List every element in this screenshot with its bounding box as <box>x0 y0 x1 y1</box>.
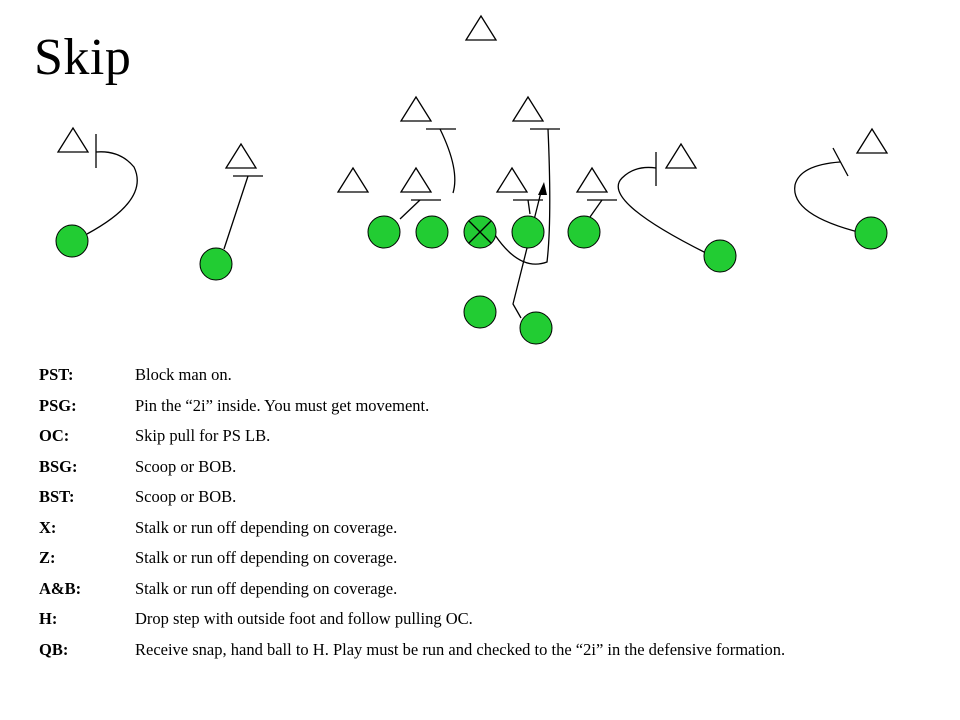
assignment-text: Scoop or BOB. <box>135 487 237 506</box>
player-guard-left <box>415 215 449 249</box>
assignment-row: BST: Scoop or BOB. <box>39 487 939 518</box>
player-split-end <box>55 224 89 258</box>
route-arrowhead <box>538 182 547 195</box>
assignment-text: Drop step with outside foot and follow p… <box>135 609 473 628</box>
defender-lb-left-triangle <box>399 95 433 122</box>
defender-safety-triangle <box>464 14 498 41</box>
defender-nose-triangle <box>495 166 529 193</box>
defender-corner-left-triangle <box>56 126 90 153</box>
player-wide-right <box>854 216 888 250</box>
player-tackle-left <box>367 215 401 249</box>
assignment-row: BSG: Scoop or BOB. <box>39 457 939 488</box>
defender-end-right-triangle <box>575 166 609 193</box>
assignment-row: X: Stalk or run off depending on coverage… <box>39 518 939 549</box>
defender-overhang-left-triangle <box>224 142 258 169</box>
assignment-position: QB: <box>39 639 69 659</box>
assignment-text: Stalk or run off depending on coverage. <box>135 517 398 537</box>
assignment-position: BSG: <box>39 456 78 476</box>
assignment-text: Skip pull for PS LB. <box>135 426 271 445</box>
defender-overhang-right-triangle <box>664 142 698 169</box>
play-diagram <box>55 14 889 345</box>
assignment-row: QB: Receive snap, hand ball to H. Play mu… <box>39 640 939 671</box>
player-tackle-right <box>567 215 601 249</box>
assignment-position: PSG: <box>39 395 77 415</box>
assignment-text: Stalk or run off depending on coverage. <box>135 578 398 598</box>
assignment-row: Z: Stalk or run off depending on coverage… <box>39 548 939 579</box>
assignment-row: OC: Skip pull for PS LB. <box>39 426 939 457</box>
page-title: Skip <box>34 29 132 86</box>
defender-lb-right-triangle <box>511 95 545 122</box>
assignment-row: PST: Block man on. <box>39 365 939 396</box>
assignment-position: Z: <box>39 548 56 567</box>
assignment-position: H: <box>39 609 58 628</box>
assignment-text: Pin the “2i” inside. You must get moveme… <box>135 395 430 415</box>
player-halfback <box>519 311 553 345</box>
assignment-row: PSG: Pin the “2i” inside. You must get mo… <box>39 396 939 427</box>
assignment-text: Stalk or run off depending on coverage. <box>135 548 398 567</box>
player-guard-right <box>511 215 545 249</box>
assignment-text: Block man on. <box>135 365 232 384</box>
assignment-list: PST: Block man on. PSG: Pin the “2i” inside… <box>39 365 939 670</box>
player-wing <box>199 247 233 281</box>
assignment-position: BST: <box>39 487 75 506</box>
defender-end-left-triangle <box>336 166 370 193</box>
assignment-position: X: <box>39 517 57 537</box>
defender-corner-right-triangle <box>855 127 889 154</box>
assignment-position: PST: <box>39 365 74 384</box>
assignment-row: A&B: Stalk or run off depending on covera… <box>39 579 939 610</box>
player-quarterback <box>463 295 497 329</box>
assignment-position: A&B: <box>39 578 82 598</box>
player-slot-right <box>703 239 737 273</box>
defender-2i-triangle <box>399 166 433 193</box>
assignment-row: H: Drop step with outside foot and follow… <box>39 609 939 640</box>
assignment-position: OC: <box>39 426 70 445</box>
assignment-text: Receive snap, hand ball to H. Play must … <box>135 639 786 659</box>
assignment-text: Scoop or BOB. <box>135 456 237 476</box>
